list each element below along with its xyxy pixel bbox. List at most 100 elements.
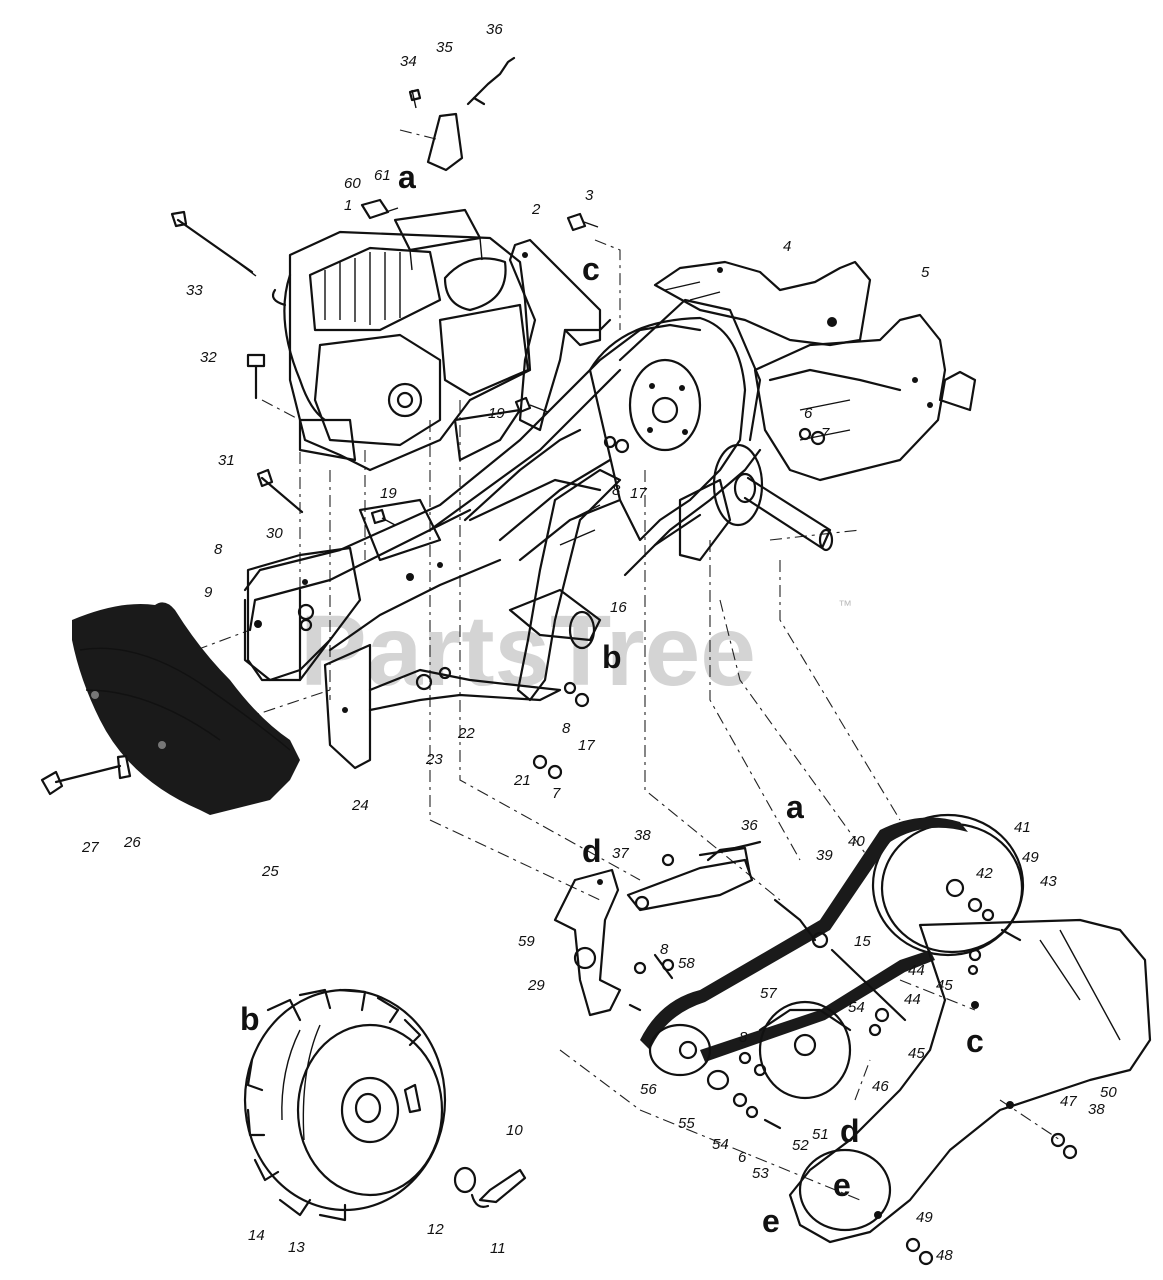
part-number: 26 <box>123 834 141 851</box>
ref-letter-a: a <box>786 789 804 825</box>
watermark-trademark: ™ <box>838 597 852 613</box>
part-number: 47 <box>1060 1093 1077 1110</box>
part-number: 17 <box>578 737 595 754</box>
fasteners <box>370 88 826 780</box>
part-number: 23 <box>425 751 443 768</box>
part-number: 21 <box>513 772 531 789</box>
part-number: 7 <box>552 785 561 802</box>
mount-bracket <box>508 238 612 432</box>
part-number-callouts: 1 2 3 4 5 6 6 7 7 8 8 8 8 8 9 10 11 12 1… <box>81 21 1117 1264</box>
part-number: 60 <box>344 175 361 192</box>
ref-letter-b: b <box>602 639 622 675</box>
part-number: 31 <box>218 452 235 469</box>
part-number: 36 <box>486 21 503 38</box>
part-number: 38 <box>634 827 651 844</box>
ref-letter-b: b <box>240 1001 260 1037</box>
hitch-bracket <box>323 643 562 770</box>
part-number: 39 <box>816 847 833 864</box>
part-number: 46 <box>872 1078 889 1095</box>
part-number: 5 <box>921 264 930 281</box>
part-number: 38 <box>1088 1101 1105 1118</box>
part-number: 6 <box>738 1149 747 1166</box>
frame-bolt <box>256 468 304 514</box>
pulley-belt-drive <box>640 813 1025 1100</box>
part-number: 41 <box>1014 819 1031 836</box>
part-number: 43 <box>1040 873 1057 890</box>
part-number: 8 <box>660 941 669 958</box>
engine-bolt <box>246 353 266 400</box>
tine-shaft <box>678 443 834 562</box>
part-number: 12 <box>427 1221 444 1238</box>
part-number: 25 <box>261 863 279 880</box>
part-number: 45 <box>908 1045 925 1062</box>
part-number: 19 <box>380 485 397 502</box>
part-number: 11 <box>490 1240 506 1257</box>
part-number: 57 <box>760 985 777 1002</box>
belt-guard <box>788 918 1152 1244</box>
part-number: 54 <box>848 999 865 1016</box>
part-number: 24 <box>351 797 369 814</box>
pulley-hardware <box>628 853 1078 1266</box>
part-number: 8 <box>214 541 223 558</box>
ref-letter-d: d <box>582 833 602 869</box>
part-number: 45 <box>936 977 953 994</box>
part-number: 7 <box>821 425 830 442</box>
part-number: 29 <box>527 977 545 994</box>
part-number: 36 <box>741 817 758 834</box>
part-number: 49 <box>1022 849 1039 866</box>
part-number: 8 <box>612 482 621 499</box>
part-number: 52 <box>792 1137 809 1154</box>
ref-letter-e: e <box>762 1203 780 1239</box>
part-number: 59 <box>518 933 535 950</box>
part-number: 2 <box>531 201 541 218</box>
part-number: 48 <box>936 1247 953 1264</box>
ref-letter-e: e <box>833 1167 851 1203</box>
alignment-lines <box>195 129 1061 1201</box>
part-number: 40 <box>848 833 865 850</box>
part-number: 14 <box>248 1227 265 1244</box>
part-number: 37 <box>612 845 629 862</box>
wheel-axle-stub <box>508 588 602 650</box>
part-number: 4 <box>783 238 791 255</box>
engine-top-clip <box>360 198 399 220</box>
part-number: 6 <box>804 405 813 422</box>
part-number: 34 <box>400 53 417 70</box>
part-number: 15 <box>854 933 871 950</box>
part-number: 27 <box>81 839 99 856</box>
front-bumper-weight <box>72 602 300 815</box>
ref-letter-c: c <box>582 251 600 287</box>
part-number: 10 <box>506 1122 523 1139</box>
weight-bracket <box>246 546 362 682</box>
ref-letter-c: c <box>966 1023 984 1059</box>
part-number: 9 <box>204 584 213 601</box>
ref-letter-a: a <box>398 159 416 195</box>
part-number: 3 <box>585 187 594 204</box>
watermark: PartsTree <box>300 595 756 707</box>
part-number: 33 <box>186 282 203 299</box>
rear-shield-extension <box>753 313 977 482</box>
part-number: 35 <box>436 39 453 56</box>
reference-letters: a a b b c c d d e e <box>240 159 984 1239</box>
part-number: 54 <box>712 1136 729 1153</box>
bumper-bolt <box>40 754 132 796</box>
engine <box>271 208 532 472</box>
idler-bracket <box>553 868 622 1017</box>
tiller-frame <box>243 323 702 682</box>
part-number: 22 <box>457 725 475 742</box>
part-number: 56 <box>640 1081 657 1098</box>
part-number: 53 <box>752 1165 769 1182</box>
part-number: 13 <box>288 1239 305 1256</box>
rear-shield <box>653 260 872 347</box>
depth-bar <box>468 468 622 702</box>
part-number: 30 <box>266 525 283 542</box>
clutch-lever <box>626 840 829 949</box>
part-number: 1 <box>344 197 352 214</box>
part-number: 55 <box>678 1115 695 1132</box>
long-bolt <box>170 210 257 277</box>
part-number: 32 <box>200 349 217 366</box>
part-number: 8 <box>562 720 571 737</box>
part-number: 8 <box>739 1029 748 1046</box>
wheel-bolt <box>453 1166 527 1208</box>
part-number: 44 <box>904 991 921 1008</box>
